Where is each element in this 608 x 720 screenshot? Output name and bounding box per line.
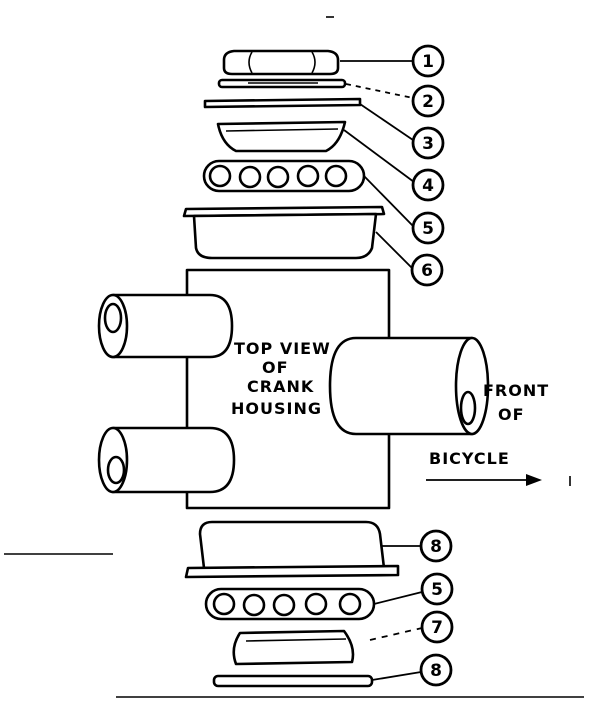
callout-4: 4 — [411, 168, 445, 202]
callout-2: 2 — [411, 84, 445, 118]
part-bearing-cup-upper — [182, 205, 386, 260]
callout-6: 6 — [410, 253, 444, 287]
svg-text:5: 5 — [422, 219, 434, 239]
svg-text:6: 6 — [421, 261, 433, 281]
callout-3: 3 — [411, 126, 445, 160]
leader-lines — [340, 60, 423, 681]
svg-text:8: 8 — [430, 661, 442, 681]
tube-upper-left — [97, 293, 234, 359]
svg-text:1: 1 — [422, 52, 434, 72]
part-locknut — [222, 49, 340, 76]
svg-text:7: 7 — [431, 618, 443, 638]
part-bearing-cup-lower — [184, 520, 400, 579]
svg-text:3: 3 — [422, 134, 434, 154]
part-fixed-cup-ring — [212, 674, 374, 688]
part-washer — [217, 78, 347, 89]
callout-7: 7 — [420, 610, 454, 644]
part-ball-bearing-retainer-upper — [202, 159, 366, 193]
svg-text:HOUSING: HOUSING — [231, 399, 322, 418]
svg-text:FRONT: FRONT — [483, 381, 549, 400]
svg-text:OF: OF — [498, 405, 525, 424]
callout-8-upper: 8 — [419, 529, 453, 563]
part-adjusting-cup — [203, 97, 362, 109]
svg-text:BICYCLE: BICYCLE — [429, 449, 510, 468]
part-fixed-cone — [232, 629, 355, 666]
svg-text:CRANK: CRANK — [247, 377, 314, 396]
callout-1: 1 — [411, 44, 445, 78]
svg-text:4: 4 — [422, 176, 434, 196]
tube-right — [328, 336, 490, 436]
callout-5-lower: 5 — [420, 572, 454, 606]
svg-text:TOP VIEW: TOP VIEW — [234, 339, 331, 358]
crank-housing-label: TOP VIEW OF CRANK HOUSING — [231, 339, 331, 418]
svg-text:5: 5 — [431, 580, 443, 600]
direction-arrow-icon — [426, 474, 542, 486]
front-of-bicycle-label: FRONT OF BICYCLE — [429, 381, 549, 468]
tube-lower-left — [97, 426, 236, 494]
svg-text:OF: OF — [262, 358, 289, 377]
callout-5-upper: 5 — [411, 211, 445, 245]
svg-text:8: 8 — [430, 537, 442, 557]
callout-8-lower: 8 — [419, 653, 453, 687]
svg-text:2: 2 — [422, 92, 434, 112]
part-cone — [216, 120, 347, 153]
part-ball-bearing-retainer-lower — [204, 587, 376, 621]
